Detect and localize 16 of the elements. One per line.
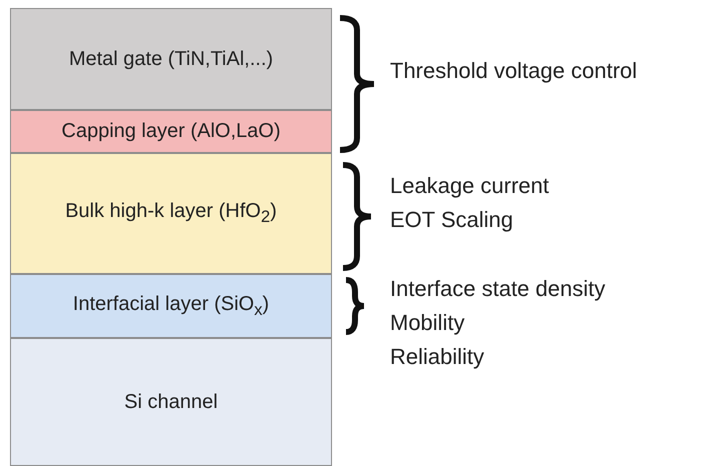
layer-label: Capping layer (AlO,LaO) [62, 120, 280, 143]
layer-band [10, 110, 332, 153]
layer-band [10, 274, 332, 338]
layer-label: Bulk high-k layer (HfO$_{2}$) [65, 200, 277, 227]
layer-band [10, 338, 332, 466]
layer-label: Interfacial layer (SiO$_{x}$) [72, 292, 270, 320]
layer-band [10, 8, 332, 110]
effect-note: Threshold voltage control [390, 58, 638, 84]
effect-note: Mobility [390, 310, 465, 336]
layer-label: Si channel [124, 390, 218, 414]
effect-note: EOT Scaling [390, 207, 514, 233]
effect-note: Reliability [390, 344, 484, 370]
layer-label: Metal gate (TiN,TiAl,...) [68, 48, 274, 70]
effect-note: Interface state density [390, 276, 606, 302]
layer-band [10, 153, 332, 274]
effect-note: Leakage current [390, 173, 549, 199]
